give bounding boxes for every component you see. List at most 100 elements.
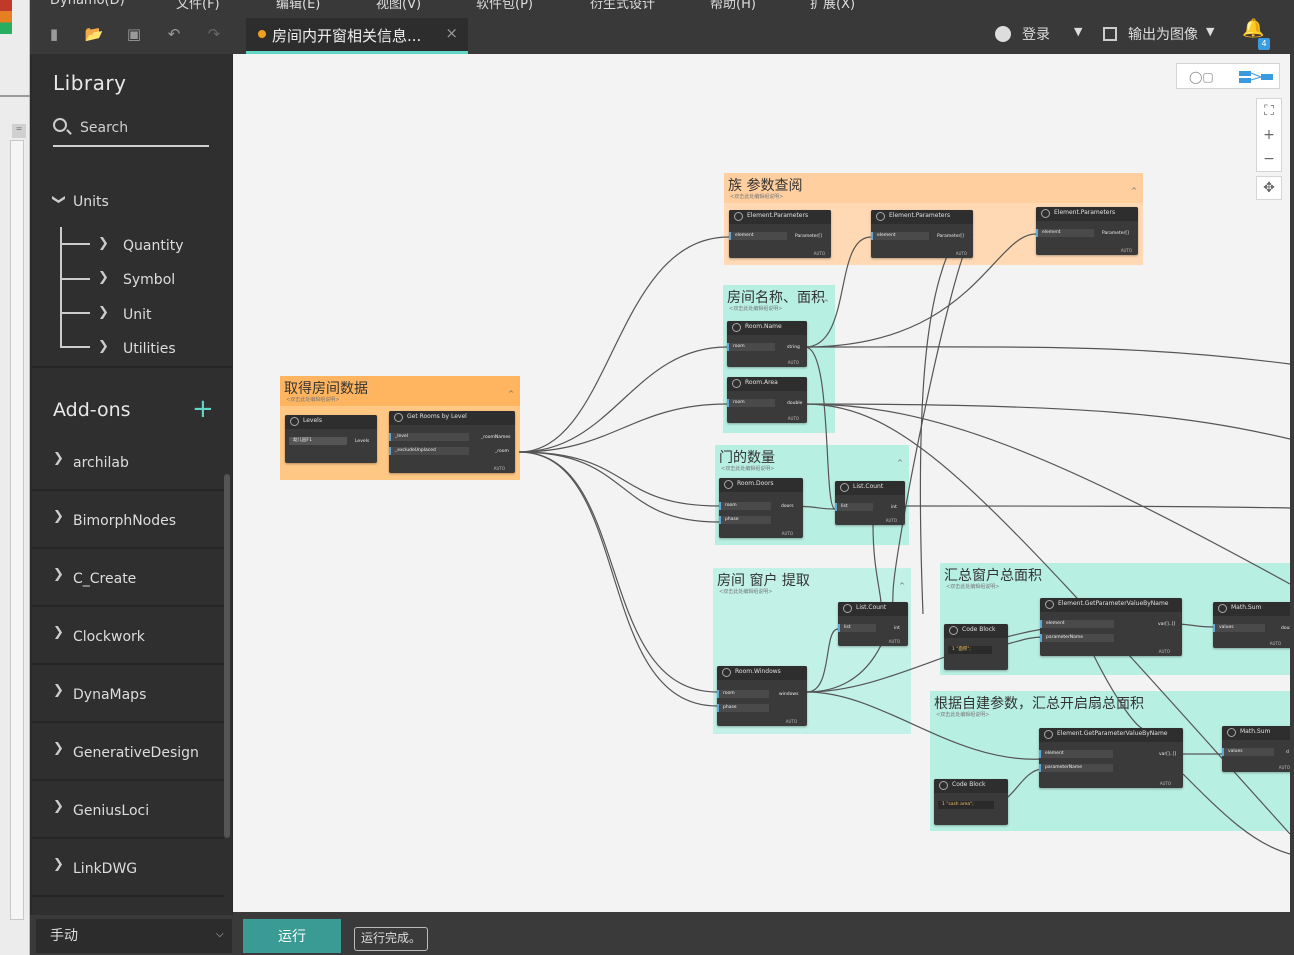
node-input-port[interactable]: parameterName: [1040, 634, 1114, 642]
node-output-port[interactable]: _roomNames: [481, 435, 511, 440]
menu-extensions[interactable]: 扩展(X): [810, 0, 856, 10]
node-output-port[interactable]: var[]..[]: [1158, 622, 1176, 627]
node-element-parameters[interactable]: Element.Parameters element Parameter[] A…: [871, 210, 973, 258]
chevron-right-icon[interactable]: ❯: [98, 236, 109, 251]
add-package-icon[interactable]: +: [192, 394, 214, 424]
graph-view-icon[interactable]: [1239, 70, 1275, 84]
node-room-area[interactable]: Room.Area room double AUTO: [727, 377, 807, 423]
node-levels[interactable]: Levels 幼儿园F1 Levels: [285, 415, 377, 463]
view-mode-toggle[interactable]: ◯▢: [1176, 63, 1280, 89]
node-output-port[interactable]: var[]..[]: [1159, 752, 1177, 757]
node-get-parameter-value[interactable]: Element.GetParameterValueByName element …: [1039, 728, 1183, 788]
node-output-port[interactable]: int: [891, 505, 897, 510]
node-input-port[interactable]: element: [1040, 620, 1114, 628]
node-output-port[interactable]: _room: [495, 449, 509, 454]
save-icon[interactable]: ▣: [126, 25, 142, 43]
node-output-port[interactable]: double: [787, 401, 803, 406]
menu-packages[interactable]: 软件包(P): [476, 0, 533, 10]
chevron-right-icon[interactable]: ❯: [98, 339, 109, 354]
redo-icon[interactable]: ↷: [207, 25, 221, 43]
node-input-port[interactable]: room: [719, 502, 771, 510]
node-math-sum[interactable]: Math.Sum values doub AUTO: [1213, 602, 1290, 648]
login-caret-icon[interactable]: ▼: [1074, 25, 1083, 38]
node-input-port[interactable]: room: [727, 399, 775, 407]
export-image-button[interactable]: 输出为图像: [1128, 27, 1198, 43]
open-folder-icon[interactable]: 📂: [84, 25, 104, 43]
chevron-right-icon[interactable]: ❯: [98, 270, 109, 285]
collapse-caret-icon[interactable]: ^: [897, 459, 903, 467]
package-geniusloci[interactable]: ❯ GeniusLoci: [32, 781, 224, 839]
package-generativedesign[interactable]: ❯ GenerativeDesign: [32, 723, 224, 781]
menu-dynamo[interactable]: Dynamo(D): [50, 0, 125, 8]
user-icon[interactable]: [995, 26, 1011, 42]
node-room-windows[interactable]: Room.Windows room phase windows AUTO: [717, 666, 807, 726]
levels-dropdown[interactable]: 幼儿园F1: [289, 437, 347, 445]
export-image-icon[interactable]: [1103, 27, 1117, 41]
export-caret-icon[interactable]: ▼: [1206, 25, 1215, 38]
node-room-name[interactable]: Room.Name room string AUTO: [727, 321, 807, 367]
undo-icon[interactable]: ↶: [167, 25, 181, 43]
node-output-port[interactable]: Parameter[]: [937, 234, 964, 239]
menu-help[interactable]: 帮助(H): [710, 0, 756, 10]
node-output-port[interactable]: d: [1286, 750, 1289, 755]
node-get-parameter-value[interactable]: Element.GetParameterValueByName element …: [1040, 598, 1182, 656]
node-output-port[interactable]: doors: [781, 504, 794, 509]
node-list-count[interactable]: List.Count list int AUTO: [835, 481, 905, 525]
node-input-port[interactable]: element: [1036, 229, 1094, 237]
package-archilab[interactable]: ❯ archilab: [32, 433, 224, 491]
node-get-rooms-by-level[interactable]: Get Rooms by Level _level _excludeUnplac…: [389, 411, 515, 473]
node-input-port[interactable]: element: [729, 232, 787, 240]
collapse-caret-icon[interactable]: ^: [1131, 187, 1137, 195]
node-output-port[interactable]: Levels: [355, 439, 370, 444]
node-input-port[interactable]: list: [835, 503, 873, 511]
menu-file[interactable]: 文件(F): [176, 0, 220, 10]
library-scrollbar[interactable]: [224, 474, 230, 838]
notification-bell-icon[interactable]: 🔔: [1242, 18, 1265, 39]
menu-edit[interactable]: 编辑(E): [276, 0, 321, 10]
library-subcategory-symbol[interactable]: Symbol: [123, 272, 176, 288]
node-input-port[interactable]: phase: [717, 704, 769, 712]
node-output-port[interactable]: doub: [1281, 626, 1290, 631]
new-file-icon[interactable]: ▮: [49, 25, 59, 43]
package-dynamaps[interactable]: ❯ DynaMaps: [32, 665, 224, 723]
node-code-block[interactable]: Code Block 1 "面积";: [944, 624, 1008, 670]
node-input-port[interactable]: _level: [389, 433, 469, 441]
menu-generative-design[interactable]: 衍生式设计: [590, 0, 656, 10]
zoom-in-icon[interactable]: +: [1263, 127, 1275, 143]
node-room-doors[interactable]: Room.Doors room phase doors AUTO: [719, 478, 803, 538]
node-element-parameters[interactable]: Element.Parameters element Parameter[] A…: [1036, 207, 1138, 255]
node-input-port[interactable]: phase: [719, 516, 771, 524]
collapse-caret-icon[interactable]: ^: [899, 582, 905, 590]
graph-canvas[interactable]: 取得房间数据 <双击此处编辑组说明> ^ 族 参数查阅 <双击此处编辑组说明> …: [233, 54, 1290, 915]
collapse-caret-icon[interactable]: ^: [823, 299, 829, 307]
node-input-port[interactable]: list: [838, 624, 876, 632]
run-mode-select[interactable]: 手动: [36, 919, 232, 953]
node-input-port[interactable]: values: [1222, 748, 1274, 756]
node-input-port[interactable]: element: [1039, 750, 1113, 758]
package-linkdwg[interactable]: ❯ LinkDWG: [32, 839, 224, 897]
fit-view-icon[interactable]: ⛶: [1264, 103, 1274, 119]
pan-icon[interactable]: ✥: [1256, 176, 1282, 200]
package-bimorphnodes[interactable]: ❯ BimorphNodes: [32, 491, 224, 549]
node-input-port[interactable]: room: [727, 343, 775, 351]
document-tab[interactable]: 房间内开窗相关信息... ×: [246, 18, 468, 54]
geometry-view-icon[interactable]: ◯▢: [1189, 70, 1214, 84]
node-output-port[interactable]: Parameter[]: [1102, 231, 1129, 236]
node-input-port[interactable]: values: [1213, 624, 1265, 632]
close-tab-icon[interactable]: ×: [445, 24, 458, 42]
library-subcategory-unit[interactable]: Unit: [123, 307, 152, 323]
chevron-down-icon[interactable]: ⌵: [216, 929, 224, 940]
run-button[interactable]: 运行: [243, 919, 341, 953]
node-input-port[interactable]: _excludeUnplaced: [389, 447, 469, 455]
node-output-port[interactable]: windows: [779, 692, 799, 697]
chevron-right-icon[interactable]: ❯: [98, 305, 109, 320]
library-subcategory-quantity[interactable]: Quantity: [123, 238, 184, 254]
package-clockwork[interactable]: ❯ Clockwork: [32, 607, 224, 665]
node-output-port[interactable]: int: [894, 626, 900, 631]
package-c-create[interactable]: ❯ C_Create: [32, 549, 224, 607]
collapse-caret-icon[interactable]: ^: [508, 390, 514, 398]
zoom-out-icon[interactable]: −: [1263, 151, 1275, 167]
library-search-input[interactable]: [80, 120, 200, 136]
node-input-port[interactable]: element: [871, 232, 929, 240]
library-subcategory-utilities[interactable]: Utilities: [123, 341, 176, 357]
